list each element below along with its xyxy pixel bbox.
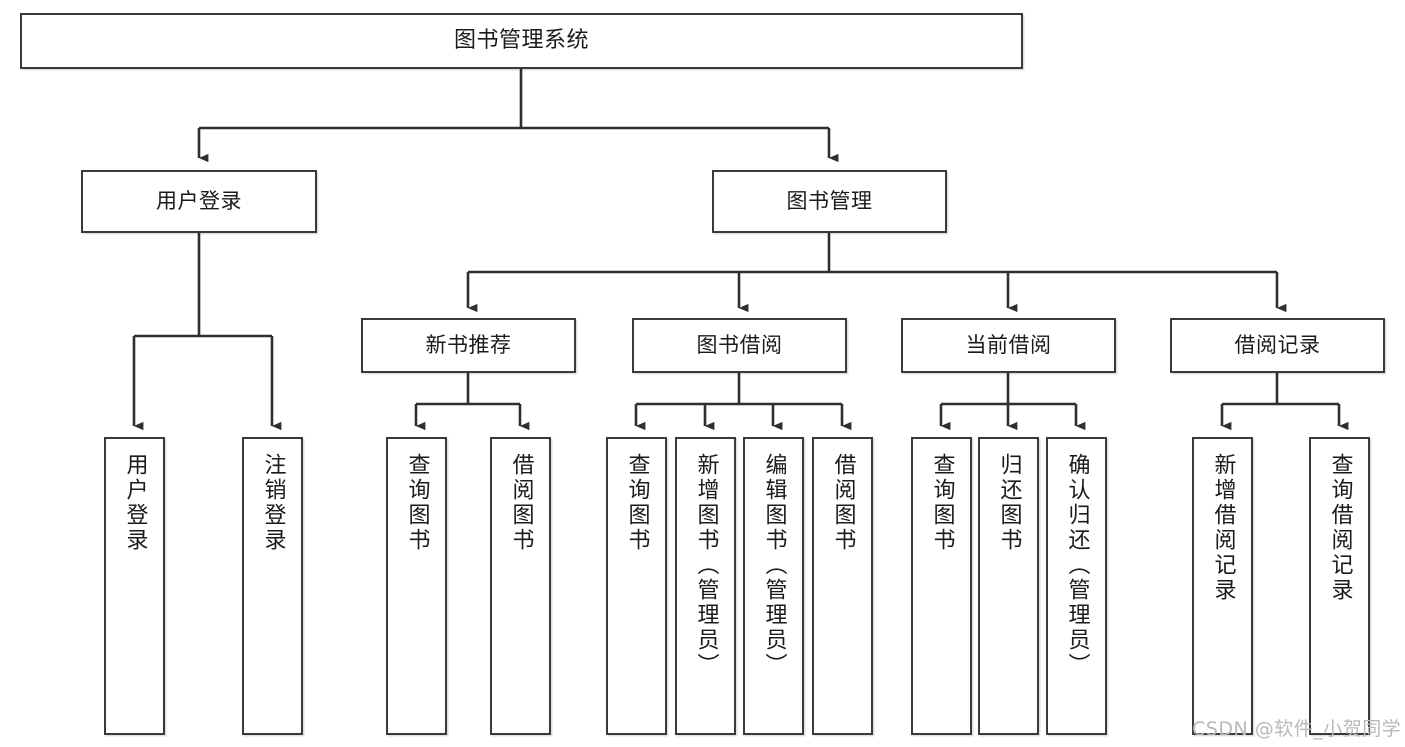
node-label: 注销登录 [260,453,286,553]
leaf-logout[interactable]: 注销登录 [242,437,303,735]
node-new-book-recommend[interactable]: 新书推荐 [361,318,576,373]
node-label: 借阅图书 [830,453,856,553]
leaf-add-borrow-record[interactable]: 新增借阅记录 [1192,437,1253,735]
node-user-login[interactable]: 用户登录 [81,170,317,233]
leaf-query-borrow-record[interactable]: 查询借阅记录 [1309,437,1370,735]
node-label: 图书管理 [786,189,873,214]
node-label: 图书借阅 [696,333,783,358]
leaf-user-login[interactable]: 用户登录 [104,437,165,735]
node-label: 归还图书 [996,453,1022,553]
node-label: 查询图书 [404,453,430,553]
leaf-add-book-admin[interactable]: 新增图书（管理员） [675,437,736,735]
node-borrow-record[interactable]: 借阅记录 [1170,318,1385,373]
leaf-edit-book-admin[interactable]: 编辑图书（管理员） [743,437,804,735]
leaf-borrow-book[interactable]: 借阅图书 [812,437,873,735]
node-book-management[interactable]: 图书管理 [712,170,947,233]
node-label: 编辑图书（管理员） [761,453,787,678]
node-label: 查询图书 [929,453,955,553]
leaf-query-book-new-recommend[interactable]: 查询图书 [386,437,447,735]
node-book-borrow[interactable]: 图书借阅 [632,318,847,373]
leaf-return-book[interactable]: 归还图书 [978,437,1039,735]
node-label: 新增借阅记录 [1210,453,1236,603]
leaf-query-book-current[interactable]: 查询图书 [911,437,972,735]
node-label: 用户登录 [122,453,148,553]
node-label: 查询图书 [624,453,650,553]
node-label: 查询借阅记录 [1327,453,1353,603]
node-label: 确认归还（管理员） [1064,453,1090,678]
node-label: 用户登录 [156,189,242,214]
node-label: 借阅图书 [508,453,534,553]
node-label: 图书管理系统 [453,28,589,54]
leaf-query-book-borrow[interactable]: 查询图书 [606,437,667,735]
leaf-borrow-book-new-recommend[interactable]: 借阅图书 [490,437,551,735]
node-current-borrow[interactable]: 当前借阅 [901,318,1116,373]
node-label: 借阅记录 [1234,333,1321,358]
node-label: 当前借阅 [965,333,1052,358]
leaf-confirm-return-admin[interactable]: 确认归还（管理员） [1046,437,1107,735]
node-label: 新书推荐 [425,333,512,358]
node-root-book-management-system[interactable]: 图书管理系统 [20,13,1023,69]
node-label: 新增图书（管理员） [693,453,719,678]
